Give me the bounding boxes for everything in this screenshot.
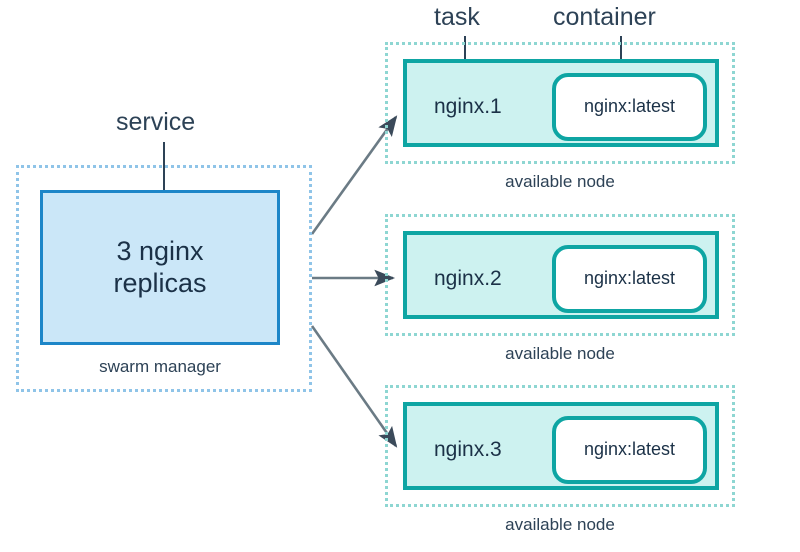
swarm-manager-caption: swarm manager: [99, 357, 221, 376]
service-box-label: 3 nginx replicas: [43, 236, 277, 300]
task-label-3: nginx.3: [434, 438, 502, 461]
task-label-2: nginx.2: [434, 267, 502, 290]
arrow-to-node-1: [310, 115, 398, 235]
task-box-3[interactable]: nginx.3 nginx:latest: [403, 402, 719, 490]
container-box-1[interactable]: nginx:latest: [552, 73, 707, 141]
node-caption-3: available node: [505, 515, 615, 534]
task-label-1: nginx.1: [434, 95, 502, 118]
container-image-label-2: nginx:latest: [583, 268, 676, 289]
annotation-service-leader-line: [163, 142, 165, 232]
arrow-to-node-3: [310, 325, 398, 448]
task-box-1[interactable]: nginx.1 nginx:latest: [403, 59, 719, 147]
annotation-container-label: container: [553, 3, 656, 31]
container-box-2[interactable]: nginx:latest: [552, 245, 707, 313]
annotation-service-label: service: [116, 108, 196, 136]
node-frame-1: [385, 42, 735, 164]
node-frame-3: [385, 385, 735, 507]
task-box-2[interactable]: nginx.2 nginx:latest: [403, 231, 719, 319]
container-box-3[interactable]: nginx:latest: [552, 416, 707, 484]
node-frame-2: [385, 214, 735, 336]
swarm-manager-frame: [16, 165, 312, 392]
container-image-label-1: nginx:latest: [583, 96, 676, 117]
node-caption-1: available node: [505, 172, 615, 191]
node-caption-2: available node: [505, 344, 615, 363]
service-label-line-2: replicas: [113, 267, 207, 298]
service-box[interactable]: 3 nginx replicas: [40, 190, 280, 345]
annotation-task-label: task: [434, 3, 480, 31]
service-label-line-1: 3 nginx: [116, 235, 204, 266]
container-image-label-3: nginx:latest: [583, 439, 676, 460]
